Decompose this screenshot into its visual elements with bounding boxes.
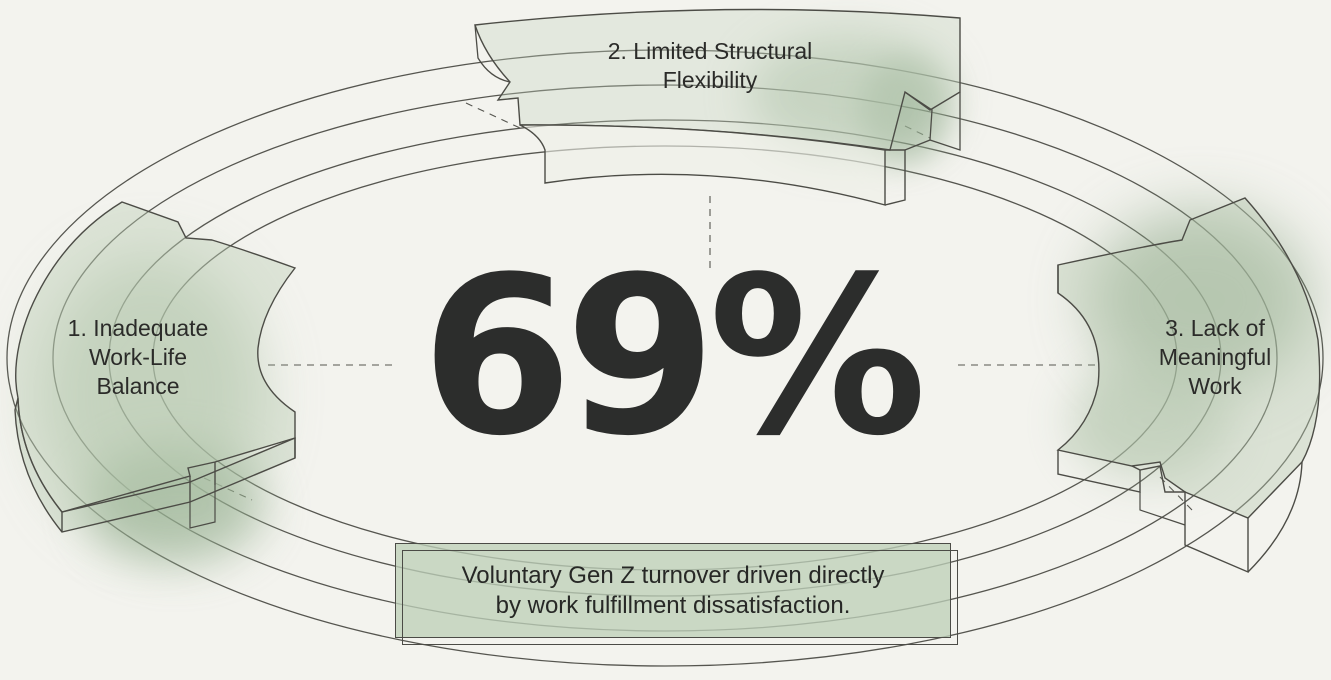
segment-label-work-life-balance: 1. Inadequate Work-Life Balance (28, 314, 248, 401)
callout-line: by work fulfillment dissatisfaction. (495, 591, 851, 619)
segment-label-meaningful-work: 3. Lack of Meaningful Work (1115, 314, 1315, 401)
segment-label-line: 1. Inadequate (67, 315, 209, 341)
segment-label-line: Balance (96, 373, 180, 399)
segment-label-line: Work-Life (89, 344, 187, 370)
segment-block-top (474, 8, 961, 206)
right-block-wash (1070, 210, 1310, 480)
connector-top-left (465, 102, 521, 129)
headline-stat: 69% (421, 231, 927, 484)
segment-block-right (1056, 197, 1321, 574)
callout-line: Voluntary Gen Z turnover driven directly (461, 561, 885, 589)
segment-label-line: Flexibility (662, 67, 758, 93)
segment-label-structural-flexibility: 2. Limited Structural Flexibility (560, 37, 860, 95)
top-block-wash (748, 35, 950, 165)
segment-block-left (14, 201, 297, 565)
segment-label-line: Meaningful (1158, 344, 1272, 370)
callout-box: Voluntary Gen Z turnover driven directly… (395, 543, 958, 645)
segment-label-line: 3. Lack of (1165, 315, 1265, 341)
segment-label-line: 2. Limited Structural (607, 38, 813, 64)
segment-label-line: Work (1188, 373, 1242, 399)
outer-ring (6, 49, 1324, 667)
